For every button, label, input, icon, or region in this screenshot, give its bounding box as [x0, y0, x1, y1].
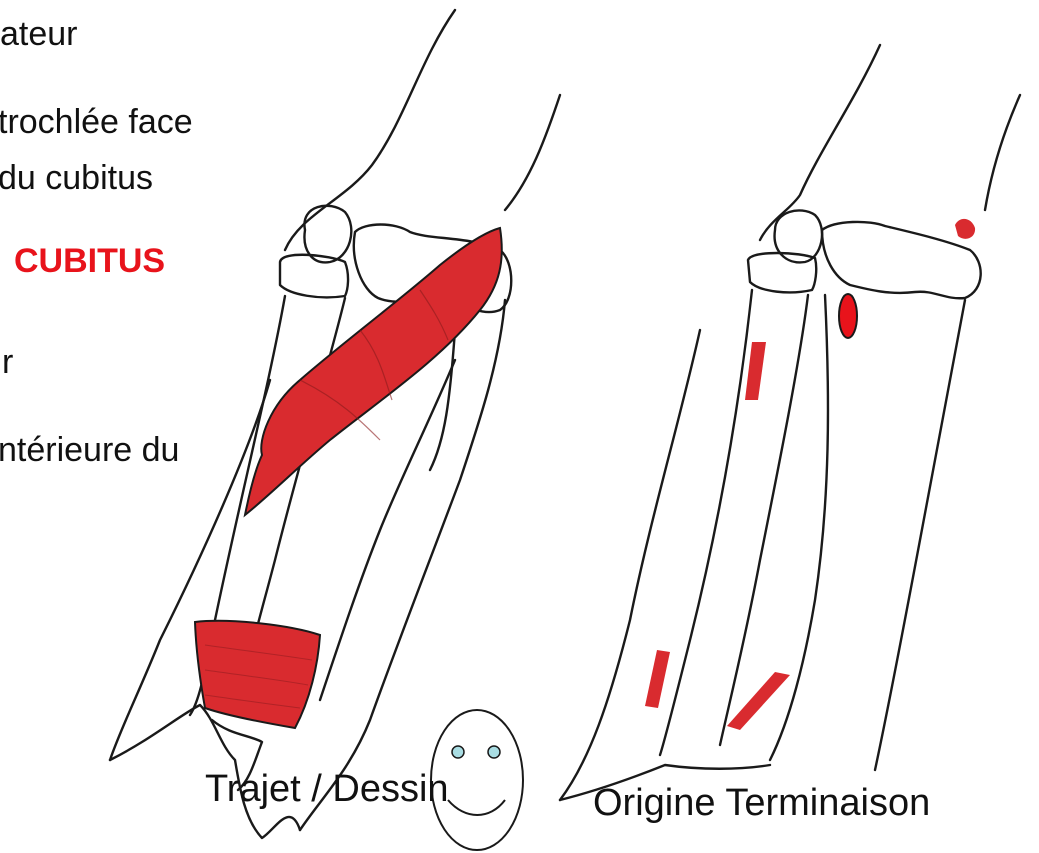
right-forearm-outer-left: [560, 330, 700, 800]
caption-trajet-dessin: Trajet / Dessin: [205, 768, 449, 811]
smiley-left-eye: [452, 746, 464, 758]
pronator-quadratus: [195, 621, 320, 728]
attachment-markers: [645, 219, 975, 730]
marker-ulna-distal: [727, 672, 790, 730]
right-ulna-right-edge: [875, 300, 965, 770]
right-radius-left-edge: [660, 290, 752, 755]
marker-radius-insertion: [745, 342, 766, 400]
right-trochlea: [822, 222, 981, 298]
right-ulna-left-edge: [770, 295, 828, 760]
left-arm-outline-outer: [285, 10, 455, 250]
right-arm-outline-right: [985, 95, 1020, 210]
marker-radius-distal: [645, 650, 670, 708]
caption-origine-terminaison: Origine Terminaison: [593, 782, 930, 825]
right-radial-head: [748, 253, 816, 292]
right-forearm-drawing: [560, 45, 1020, 800]
left-arm-outline-outer-2: [505, 95, 560, 210]
marker-coronoid-origin: [839, 294, 857, 338]
smiley-right-eye: [488, 746, 500, 758]
marker-epitrochlea: [955, 219, 975, 239]
left-radial-head: [280, 255, 348, 298]
right-radius-right-edge: [720, 295, 808, 745]
right-arm-outline-left: [760, 45, 880, 240]
pronator-quadratus-body: [195, 621, 320, 728]
